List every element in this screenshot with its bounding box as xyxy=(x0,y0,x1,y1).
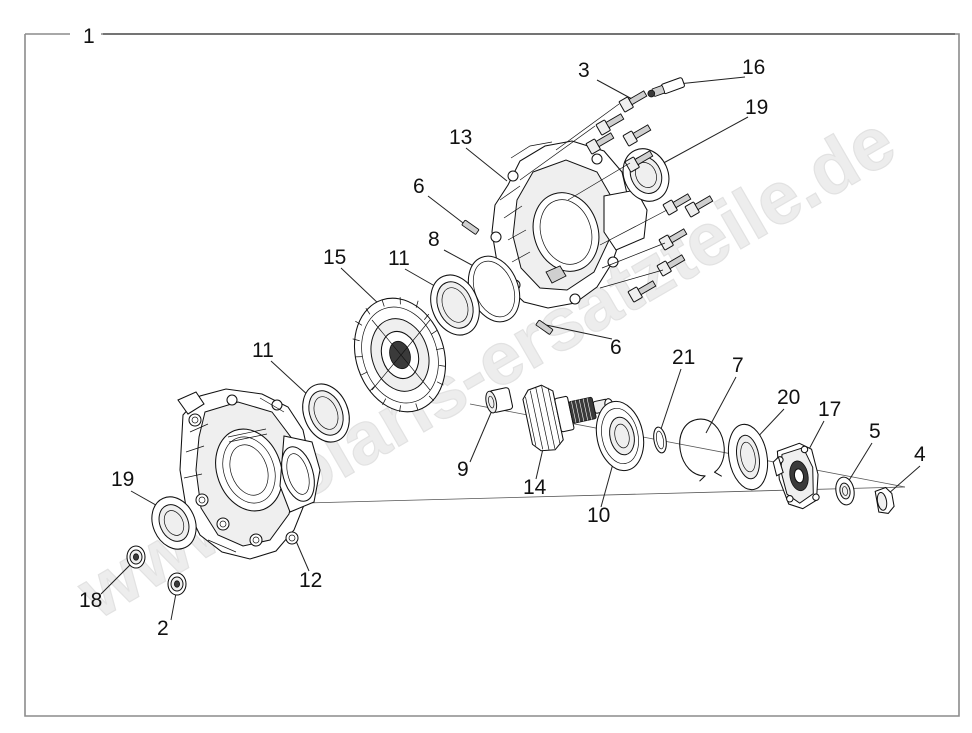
part-ring-gear xyxy=(352,297,447,413)
callout-8[interactable]: 8 xyxy=(428,228,440,251)
callout-2[interactable]: 2 xyxy=(157,617,169,640)
callout-12[interactable]: 12 xyxy=(299,569,323,592)
callout-6-bottom[interactable]: 6 xyxy=(610,336,622,359)
callout-19-top[interactable]: 19 xyxy=(745,96,769,119)
part-retaining-ring xyxy=(679,418,725,482)
callout-11-top[interactable]: 11 xyxy=(388,247,410,270)
part-o-ring-small xyxy=(653,426,667,454)
callout-9[interactable]: 9 xyxy=(457,458,469,481)
part-spacer-collar xyxy=(485,387,514,414)
callout-6-top[interactable]: 6 xyxy=(413,175,425,198)
part-oil-seal-lower xyxy=(151,496,197,550)
part-shim-washer-large xyxy=(727,423,769,491)
callout-20[interactable]: 20 xyxy=(777,386,801,409)
part-washer-right xyxy=(835,476,855,506)
part-flange-yoke-plate xyxy=(772,442,820,510)
callout-19-bottom[interactable]: 19 xyxy=(111,468,135,491)
callout-5[interactable]: 5 xyxy=(869,420,881,443)
part-seal-ring-upper xyxy=(430,274,480,336)
callout-4[interactable]: 4 xyxy=(914,443,926,466)
part-dowel-pins xyxy=(461,219,554,335)
part-nut-end-right xyxy=(874,486,895,515)
part-gearcase-housing-left xyxy=(177,388,321,560)
part-bushing-small-lower xyxy=(167,572,187,596)
callout-1[interactable]: 1 xyxy=(78,26,100,47)
callout-18[interactable]: 18 xyxy=(79,589,103,612)
callout-13[interactable]: 13 xyxy=(449,126,473,149)
part-bushing-small-left xyxy=(126,545,146,569)
part-bolts-upper-cluster xyxy=(519,90,714,303)
callout-16[interactable]: 16 xyxy=(742,56,766,79)
part-bearing-large xyxy=(595,400,645,472)
callout-21[interactable]: 21 xyxy=(672,346,696,369)
part-gearcase-cover-right xyxy=(490,140,648,309)
callout-11-bottom[interactable]: 11 xyxy=(252,339,274,362)
callout-14[interactable]: 14 xyxy=(523,476,547,499)
callout-17[interactable]: 17 xyxy=(818,398,842,421)
callout-3[interactable]: 3 xyxy=(578,59,590,82)
part-pinion-gear-shaft xyxy=(522,384,614,452)
part-seal-ring-lower xyxy=(302,383,350,443)
callout-10[interactable]: 10 xyxy=(587,504,611,527)
callout-7[interactable]: 7 xyxy=(732,354,744,377)
callout-15[interactable]: 15 xyxy=(323,246,347,269)
part-vent-breather-fitting xyxy=(647,77,685,98)
